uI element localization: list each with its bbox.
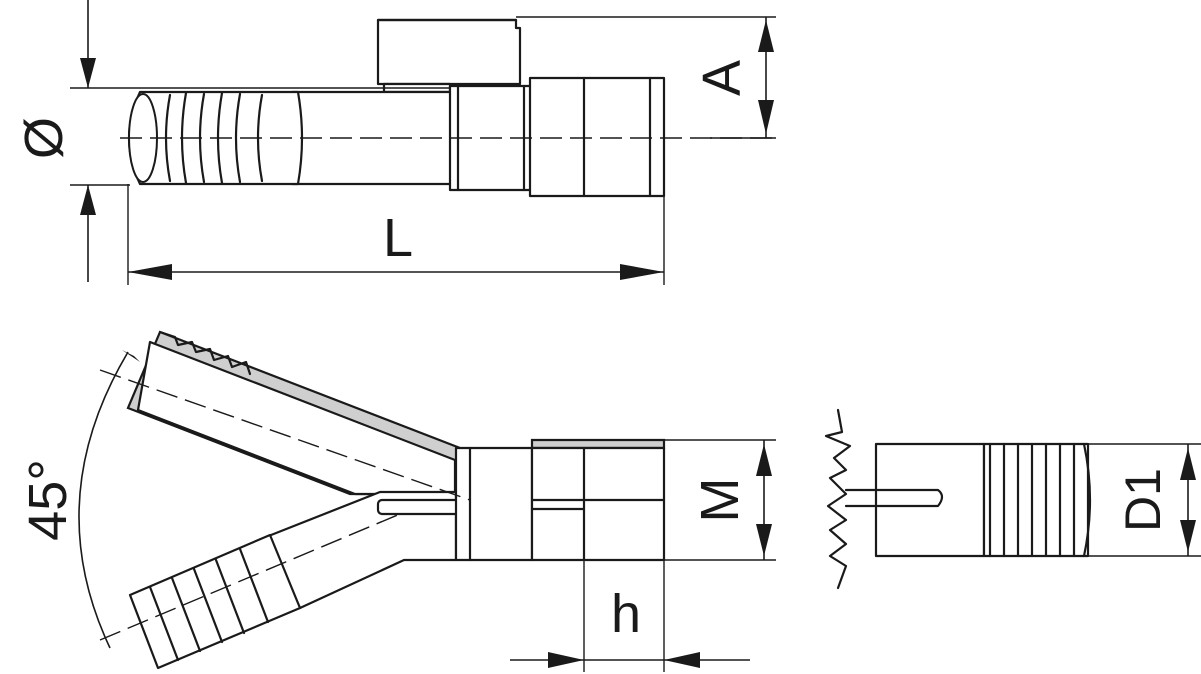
valve-threaded-end bbox=[528, 76, 666, 198]
break-line bbox=[824, 408, 852, 590]
dimension-h: h bbox=[510, 560, 750, 672]
diameter-label: Ø bbox=[14, 117, 74, 159]
y-branch-body bbox=[454, 446, 534, 562]
dimension-length: L bbox=[127, 184, 665, 285]
y-branch-view bbox=[99, 330, 666, 670]
a-label: A bbox=[692, 60, 752, 96]
dimension-diameter: Ø bbox=[14, 0, 450, 282]
dimension-m: M bbox=[664, 439, 776, 561]
dimension-angle: 45° bbox=[18, 350, 140, 649]
side-barb-view bbox=[824, 408, 1092, 590]
angle-label: 45° bbox=[18, 459, 78, 541]
d1-label: D1 bbox=[1115, 468, 1171, 532]
y-branch-thread bbox=[530, 446, 666, 562]
h-label: h bbox=[611, 584, 641, 644]
y-branch-lower-barb bbox=[128, 533, 302, 670]
m-label: M bbox=[690, 478, 750, 523]
dimension-d1: D1 bbox=[1088, 443, 1201, 557]
length-label: L bbox=[383, 208, 413, 268]
valve-handle bbox=[376, 18, 522, 86]
dimension-a: A bbox=[516, 16, 776, 139]
top-view-valve bbox=[120, 18, 775, 198]
